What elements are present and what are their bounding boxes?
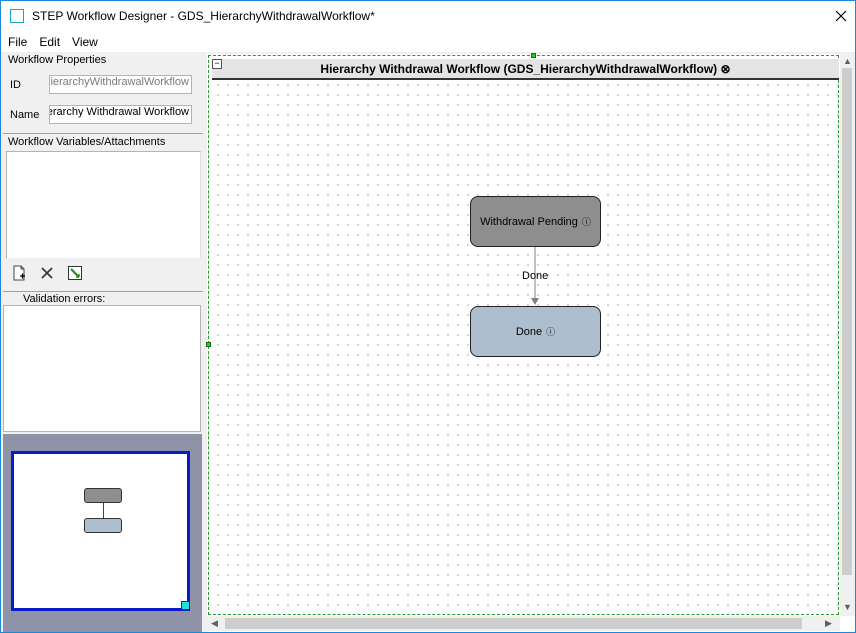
state-done[interactable]: Done ⓘ xyxy=(470,306,601,357)
close-icon xyxy=(835,10,847,22)
app-icon xyxy=(10,9,24,23)
id-field[interactable]: GDS_HierarchyWithdrawalWorkflow xyxy=(49,75,192,94)
workflow-header-title: Hierarchy Withdrawal Workflow (GDS_Hiera… xyxy=(320,61,731,76)
workflow-header[interactable]: Hierarchy Withdrawal Workflow (GDS_Hiera… xyxy=(212,59,839,80)
validation-errors-heading: Validation errors: xyxy=(23,293,106,305)
vertical-scroll-thumb[interactable] xyxy=(842,68,852,575)
add-attachment-button[interactable] xyxy=(9,263,29,283)
info-icon: ⓘ xyxy=(581,217,591,227)
left-panel: Workflow Properties ID GDS_HierarchyWith… xyxy=(1,52,204,632)
overview-panel[interactable] xyxy=(3,434,202,632)
menu-edit[interactable]: Edit xyxy=(39,35,61,49)
variables-heading: Workflow Variables/Attachments xyxy=(8,136,166,148)
scroll-down-icon[interactable]: ▼ xyxy=(843,602,852,612)
overview-node-withdrawal-pending xyxy=(84,488,122,503)
delete-icon xyxy=(41,267,53,279)
menu-bar: File Edit View xyxy=(1,32,855,52)
menu-file[interactable]: File xyxy=(8,35,28,49)
state-done-label: Done xyxy=(515,325,543,338)
close-button[interactable] xyxy=(827,1,855,31)
edit-icon xyxy=(68,266,82,280)
edit-button[interactable] xyxy=(65,263,85,283)
collapse-button[interactable]: − xyxy=(212,59,222,69)
divider xyxy=(3,133,203,134)
name-field-value: Hierarchy Withdrawal Workflow xyxy=(49,106,189,118)
divider xyxy=(3,291,203,292)
transition-arrow[interactable] xyxy=(529,247,541,307)
window-title: STEP Workflow Designer - GDS_HierarchyWi… xyxy=(32,9,375,23)
name-label: Name xyxy=(10,109,40,121)
delete-button[interactable] xyxy=(37,263,57,283)
id-label: ID xyxy=(10,79,21,91)
workflow-canvas-area: Hierarchy Withdrawal Workflow (GDS_Hiera… xyxy=(206,53,855,632)
scroll-left-icon[interactable]: ◀ xyxy=(211,618,218,628)
selection-handle[interactable] xyxy=(531,53,536,58)
id-field-value: GDS_HierarchyWithdrawalWorkflow xyxy=(50,76,189,88)
overview-resize-handle[interactable] xyxy=(181,601,190,610)
overview-edge xyxy=(103,503,104,518)
workflow-properties-heading: Workflow Properties xyxy=(8,54,107,66)
scroll-up-icon[interactable]: ▲ xyxy=(843,56,852,66)
selection-handle[interactable] xyxy=(206,342,211,347)
variables-list[interactable] xyxy=(6,151,201,258)
state-withdrawal-pending-label: Withdrawal Pending xyxy=(480,215,578,228)
state-withdrawal-pending[interactable]: Withdrawal Pending ⓘ xyxy=(470,196,601,247)
scroll-right-icon[interactable]: ▶ xyxy=(825,618,832,628)
overview-viewport[interactable] xyxy=(11,451,190,611)
horizontal-scroll-thumb[interactable] xyxy=(225,618,802,629)
add-attachment-icon xyxy=(13,265,25,281)
validation-errors-list[interactable] xyxy=(3,305,201,432)
overview-node-done xyxy=(84,518,122,533)
transition-label[interactable]: Done xyxy=(522,270,549,282)
vertical-scrollbar[interactable]: ▲ ▼ xyxy=(840,54,855,616)
panel-splitter[interactable] xyxy=(204,52,207,632)
info-icon: ⓘ xyxy=(546,327,556,337)
workflow-canvas[interactable]: Hierarchy Withdrawal Workflow (GDS_Hiera… xyxy=(206,53,839,615)
name-field[interactable]: Hierarchy Withdrawal Workflow xyxy=(49,105,192,124)
horizontal-scrollbar[interactable]: ◀ ▶ xyxy=(207,616,840,631)
menu-view[interactable]: View xyxy=(72,35,98,49)
title-bar: STEP Workflow Designer - GDS_HierarchyWi… xyxy=(1,1,855,32)
